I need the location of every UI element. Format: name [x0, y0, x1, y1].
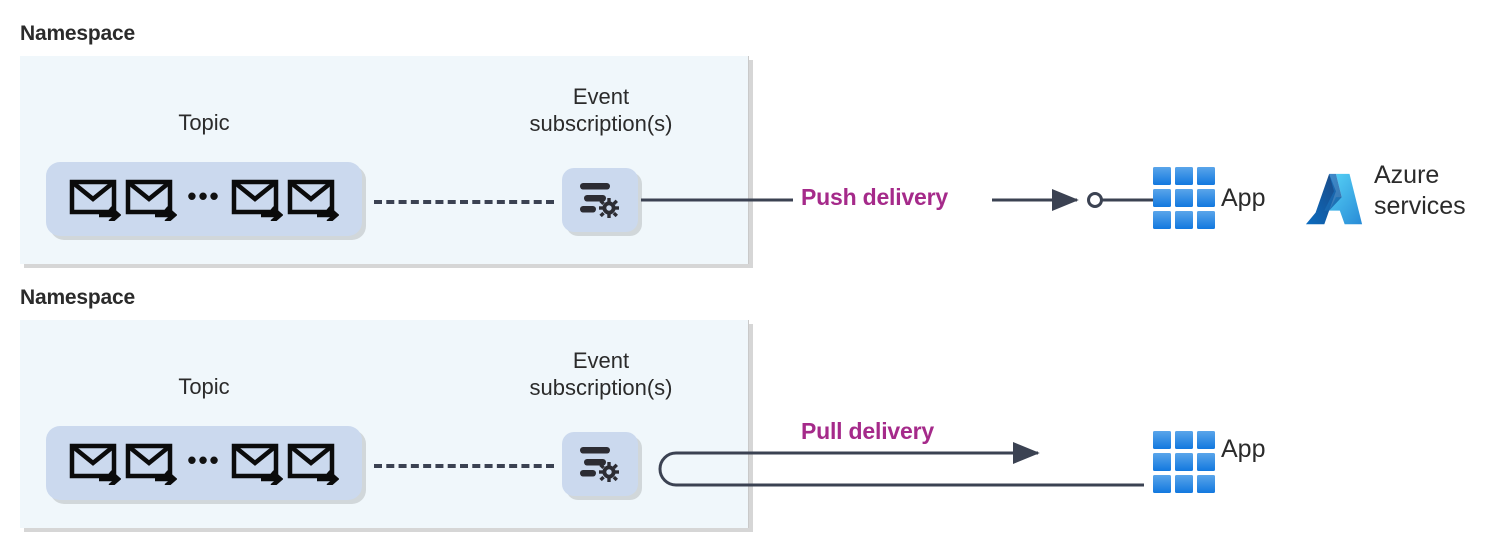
app-label-pull: App: [1221, 435, 1266, 463]
envelope-arrow-icon: [125, 177, 178, 221]
azure-services-label: Azure services: [1374, 161, 1466, 220]
namespace-label-push: Namespace: [20, 22, 135, 45]
subscription-caption-push: Event subscription(s): [529, 84, 673, 136]
app-icon-pull[interactable]: [1153, 431, 1215, 498]
topic-caption-pull: Topic: [178, 374, 230, 399]
push-endpoint-circle-icon: [1087, 192, 1103, 208]
pull-delivery-label: Pull delivery: [801, 418, 934, 444]
azure-logo-icon: [1303, 168, 1365, 235]
push-delivery-label: Push delivery: [801, 184, 948, 210]
topic-caption-push: Topic: [178, 110, 230, 135]
filter-gear-icon: [576, 176, 624, 225]
envelope-arrow-icon: [287, 177, 339, 221]
topic-subscription-connector-pull: [374, 464, 554, 468]
envelope-arrow-icon: [231, 177, 283, 221]
subscription-caption-pull: Event subscription(s): [529, 348, 673, 400]
topic-subscription-connector-push: [374, 200, 554, 204]
topic-pill-pull[interactable]: •••: [46, 426, 362, 500]
namespace-label-pull: Namespace: [20, 286, 135, 309]
app-icon-push[interactable]: [1153, 167, 1215, 234]
envelope-arrow-icon: [69, 177, 122, 221]
envelope-arrow-icon: [231, 441, 283, 485]
event-subscription-tile-push[interactable]: [562, 168, 638, 232]
app-label-push: App: [1221, 184, 1266, 212]
event-subscription-tile-pull[interactable]: [562, 432, 638, 496]
envelope-arrow-icon: [69, 441, 122, 485]
envelope-arrow-icon: [287, 441, 339, 485]
envelope-arrow-icon: [125, 441, 178, 485]
filter-gear-icon: [576, 440, 624, 489]
topic-pill-push[interactable]: •••: [46, 162, 362, 236]
